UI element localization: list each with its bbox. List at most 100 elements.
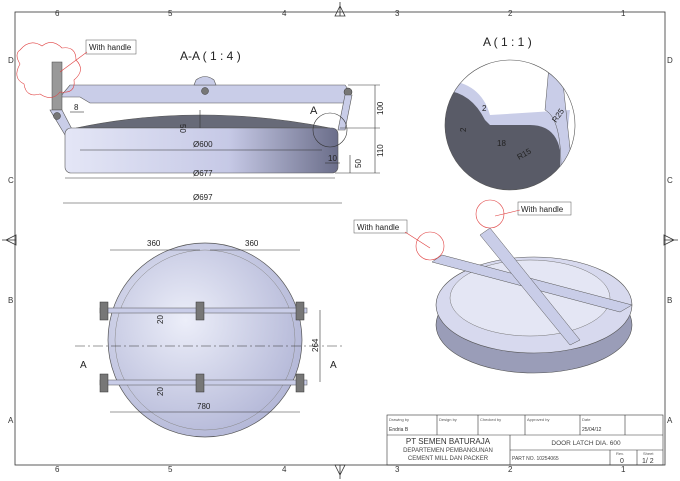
drawing-line bbox=[99, 301, 305, 393]
label: C bbox=[667, 176, 673, 185]
top-view: A A 360 360 780 20 20 264 bbox=[75, 239, 345, 438]
label: 8 bbox=[74, 103, 79, 112]
label: PART NO. 10254065 bbox=[512, 456, 559, 462]
label: 25/04/12 bbox=[582, 427, 602, 433]
label: 3 bbox=[395, 465, 400, 474]
label: 2 bbox=[508, 9, 513, 18]
drawing-line bbox=[114, 249, 296, 431]
section-view: A-A ( 1 : 4 ) With handle A Ø600 Ø677 Ø6… bbox=[16, 39, 385, 204]
label: Rev. bbox=[616, 451, 624, 456]
label: Date bbox=[582, 417, 591, 422]
label: Drawing by bbox=[389, 417, 409, 422]
label: A bbox=[330, 360, 337, 371]
label: Endria B bbox=[389, 427, 409, 433]
label: A ( 1 : 1 ) bbox=[483, 35, 532, 49]
drawing-line bbox=[195, 301, 205, 321]
label: 18 bbox=[497, 139, 506, 148]
label: C bbox=[8, 176, 14, 185]
drawing-line bbox=[353, 219, 408, 234]
drawing-line bbox=[337, 94, 353, 131]
zone-labels: 6 5 4 3 2 1 6 5 4 3 2 1 D C B A D C B A bbox=[8, 9, 673, 474]
label: 1 bbox=[621, 465, 626, 474]
drawing-line bbox=[444, 59, 576, 191]
label: Ø677 bbox=[193, 169, 213, 178]
drawing-line bbox=[63, 84, 380, 204]
label: 6 bbox=[55, 465, 60, 474]
label: 5 bbox=[168, 9, 173, 18]
drawing-line bbox=[193, 76, 217, 86]
drawing-line bbox=[517, 201, 572, 216]
callout-with-handle: With handle bbox=[89, 43, 132, 52]
drawing-line bbox=[53, 112, 61, 120]
label: 10 bbox=[328, 154, 337, 163]
drawing-frame bbox=[14, 11, 666, 466]
label: B bbox=[8, 296, 13, 305]
label: D bbox=[667, 56, 673, 65]
label: 50 bbox=[354, 159, 363, 168]
bolt-icon bbox=[201, 87, 209, 95]
label: 20 bbox=[156, 315, 165, 324]
drawing-line bbox=[334, 2, 346, 17]
label: 2 bbox=[508, 465, 513, 474]
label: A bbox=[310, 105, 318, 117]
label: 50 bbox=[178, 124, 187, 133]
drawing-line bbox=[295, 301, 305, 321]
label: Design by bbox=[439, 417, 457, 422]
label: 6 bbox=[55, 9, 60, 18]
label: 264 bbox=[311, 338, 320, 352]
label: 5 bbox=[168, 465, 173, 474]
label: Ø600 bbox=[193, 140, 213, 149]
label: Ø697 bbox=[193, 193, 213, 202]
label: 2 bbox=[482, 104, 487, 113]
drawing-line bbox=[51, 61, 63, 111]
label: 780 bbox=[197, 402, 211, 411]
label: 360 bbox=[147, 239, 161, 248]
revision-cloud bbox=[16, 42, 81, 98]
drawing-line bbox=[334, 464, 346, 479]
drawing-line bbox=[110, 249, 321, 413]
section-view-title: A-A ( 1 : 4 ) bbox=[180, 49, 241, 63]
label: 4 bbox=[282, 9, 287, 18]
latch-bar bbox=[479, 227, 581, 346]
label: 3 bbox=[395, 9, 400, 18]
title-block-text: Drawing by Endria B Design by Checked by… bbox=[389, 417, 654, 465]
label: DOOR LATCH DIA. 600 bbox=[551, 440, 621, 447]
detail-view: A ( 1 : 1 ) 2 2 18 R15 R25 bbox=[444, 35, 576, 191]
drawing-line bbox=[2, 234, 17, 246]
label: PT SEMEN BATURAJA bbox=[406, 437, 491, 446]
label: 4 bbox=[282, 465, 287, 474]
drawing-line bbox=[449, 259, 611, 337]
label: Checked by bbox=[480, 417, 501, 422]
label: 1/ 2 bbox=[642, 458, 654, 465]
label: Sheet bbox=[643, 451, 654, 456]
drawing-line bbox=[99, 301, 109, 321]
drawing-line bbox=[404, 231, 431, 249]
drawing-line bbox=[415, 231, 445, 261]
label: With handle bbox=[357, 223, 400, 232]
label: A bbox=[667, 416, 673, 425]
drawing-line bbox=[475, 199, 505, 229]
label: B bbox=[667, 296, 672, 305]
drawing-line bbox=[99, 373, 109, 393]
drawing-line bbox=[445, 90, 560, 190]
title-block bbox=[386, 414, 664, 466]
drawing-line bbox=[195, 373, 205, 393]
drawing-line bbox=[295, 373, 305, 393]
label: 100 bbox=[376, 101, 385, 115]
label: D bbox=[8, 56, 14, 65]
label: 2 bbox=[459, 127, 468, 132]
drawing-line bbox=[494, 209, 521, 217]
label: 0 bbox=[620, 458, 624, 465]
label: 1 bbox=[621, 9, 626, 18]
label: 20 bbox=[156, 387, 165, 396]
label: A bbox=[8, 416, 14, 425]
label: 360 bbox=[245, 239, 259, 248]
label: With handle bbox=[521, 205, 564, 214]
label: CEMENT MILL DAN PACKER bbox=[408, 456, 489, 462]
door-body bbox=[64, 127, 339, 174]
label: Approved by bbox=[527, 417, 549, 422]
drawing-line bbox=[663, 234, 678, 246]
detail-circle bbox=[312, 112, 348, 148]
